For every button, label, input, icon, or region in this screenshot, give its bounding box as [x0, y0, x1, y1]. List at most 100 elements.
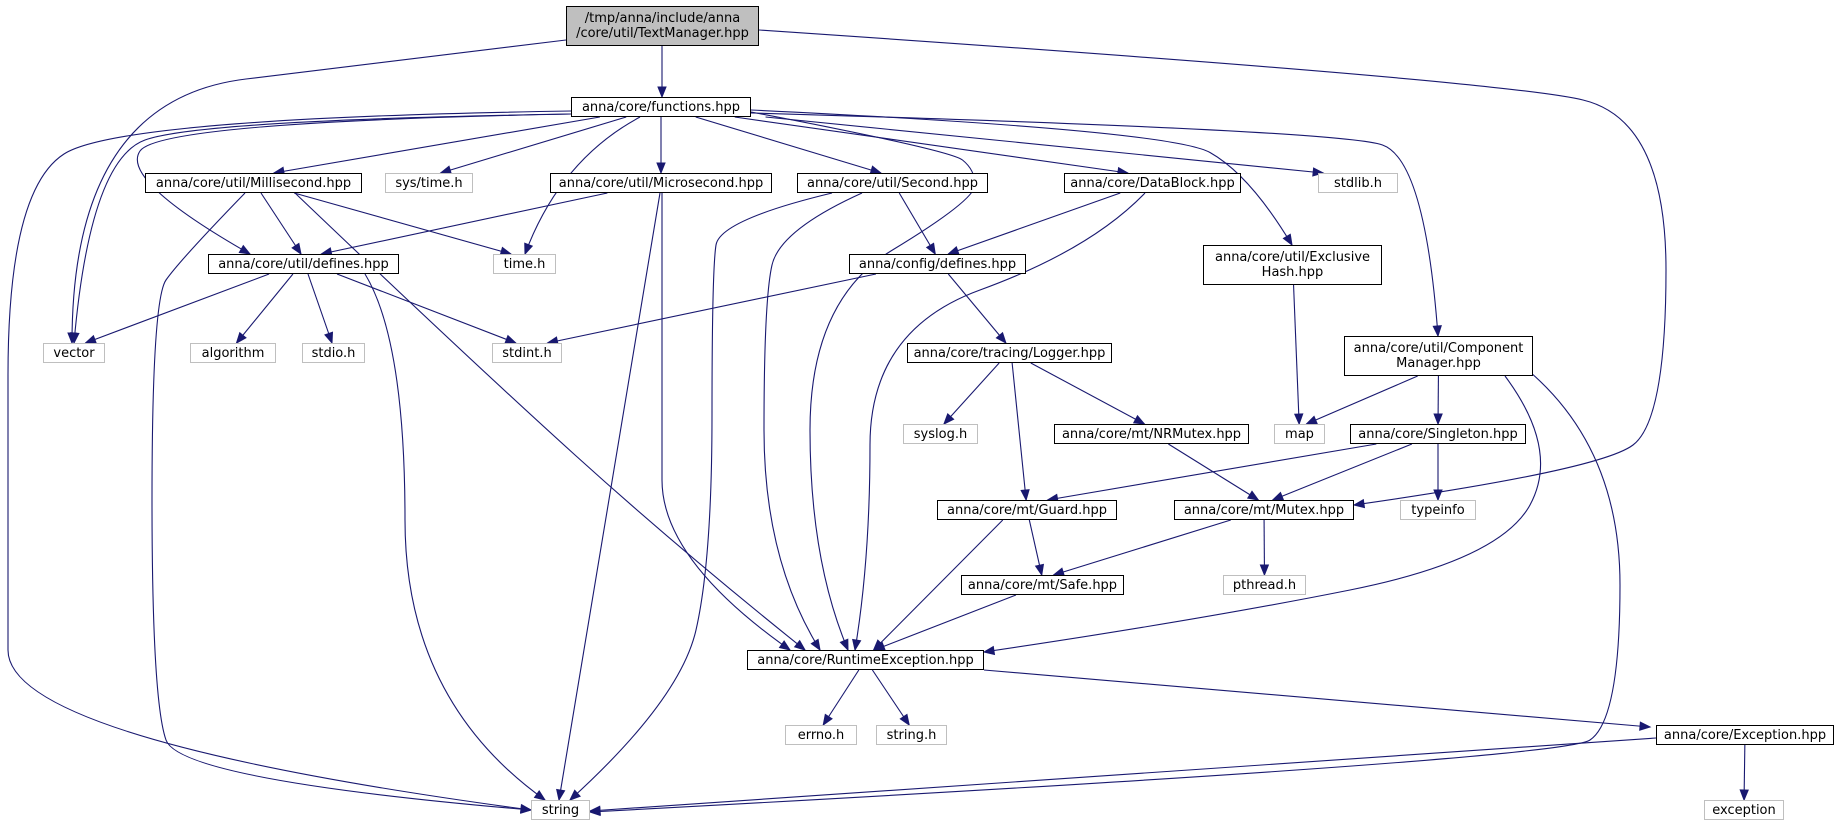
- edge-utildefines-to-vector: [85, 273, 270, 344]
- node-syslog: syslog.h: [903, 424, 978, 444]
- node-singleton[interactable]: anna/core/Singleton.hpp: [1350, 424, 1526, 444]
- arrowhead-logger-to-nrmutex: [1132, 414, 1146, 425]
- node-exception: exception: [1704, 800, 1784, 820]
- edge-logger-to-guard: [1011, 362, 1027, 501]
- edge-singleton-to-guard: [1047, 443, 1377, 501]
- arrowhead-microsecond-to-runtimeexception: [778, 640, 792, 651]
- arrowhead-microsecond-to-string: [556, 788, 566, 802]
- node-string: string: [531, 800, 590, 820]
- arrowhead-componentmanager-to-map: [1305, 415, 1318, 425]
- edge-functions-to-second: [695, 116, 882, 174]
- arrowhead-componentmanager-to-runtimeexception: [982, 645, 996, 656]
- node-stdint: stdint.h: [492, 343, 562, 363]
- edge-utildefines-to-stdio: [307, 273, 333, 344]
- edge-runtimeexception-to-errno: [822, 669, 860, 726]
- edge-millisecond-to-runtimeexception: [294, 192, 806, 651]
- arrowhead-textmanager-to-functions: [657, 86, 667, 99]
- node-exclusivehash[interactable]: anna/core/util/Exclusive Hash.hpp: [1203, 245, 1382, 285]
- edge-utildefines-to-stdint: [336, 273, 517, 344]
- node-second[interactable]: anna/core/util/Second.hpp: [797, 173, 988, 193]
- arrowhead-componentmanager-to-singleton: [1433, 413, 1443, 426]
- edge-utildefines-to-string: [364, 273, 546, 801]
- edge-singleton-to-mutex: [1272, 443, 1413, 501]
- edge-functions-to-vector: [73, 113, 572, 344]
- node-stdio: stdio.h: [302, 343, 365, 363]
- arrowhead-mutex-to-pthread: [1259, 564, 1270, 577]
- node-guard[interactable]: anna/core/mt/Guard.hpp: [937, 500, 1117, 520]
- node-logger[interactable]: anna/core/tracing/Logger.hpp: [907, 343, 1112, 363]
- arrowhead-logger-to-syslog: [943, 413, 955, 425]
- arrowhead-functions-to-microsecond: [656, 162, 666, 175]
- node-typeinfo: typeinfo: [1400, 500, 1476, 520]
- arrowhead-runtimeexception-to-exception_hpp: [1639, 721, 1652, 731]
- arrowhead-logger-to-guard: [1020, 489, 1030, 502]
- edge-mutex-to-safe: [1053, 519, 1231, 576]
- edge-logger-to-syslog: [943, 362, 1000, 425]
- arrowhead-functions-to-utildefines: [238, 244, 252, 255]
- arrowhead-second-to-string: [569, 789, 581, 801]
- edge-second-to-string: [569, 192, 833, 801]
- node-exception-hpp[interactable]: anna/core/Exception.hpp: [1656, 725, 1834, 745]
- edge-configdefines-to-logger: [947, 273, 1007, 344]
- node-pthread: pthread.h: [1223, 575, 1306, 595]
- node-runtimeexception[interactable]: anna/core/RuntimeException.hpp: [747, 650, 984, 670]
- edge-logger-to-nrmutex: [1030, 362, 1145, 425]
- node-map: map: [1274, 424, 1325, 444]
- edge-functions-to-utildefines: [136, 113, 572, 255]
- edge-microsecond-to-utildefines: [321, 192, 608, 255]
- arrowhead-exclusivehash-to-map: [1293, 413, 1304, 426]
- edge-exclusivehash-to-map: [1293, 284, 1300, 425]
- node-componentmanager[interactable]: anna/core/util/Component Manager.hpp: [1344, 336, 1533, 376]
- node-textmanager[interactable]: /tmp/anna/include/anna /core/util/TextMa…: [566, 6, 759, 46]
- arrowhead-functions-to-componentmanager: [1432, 325, 1442, 338]
- arrowhead-utildefines-to-stdint: [504, 334, 518, 344]
- arrowhead-nrmutex-to-mutex: [1246, 490, 1260, 501]
- node-datablock[interactable]: anna/core/DataBlock.hpp: [1064, 173, 1241, 193]
- node-functions[interactable]: anna/core/functions.hpp: [571, 97, 751, 117]
- arrowhead-second-to-configdefines: [925, 242, 936, 256]
- edge-functions-to-systime: [440, 116, 627, 174]
- node-mutex[interactable]: anna/core/mt/Mutex.hpp: [1174, 500, 1354, 520]
- arrowhead-functions-to-stdlib: [1312, 167, 1325, 177]
- arrowhead-functions-to-runtimeexception: [839, 638, 849, 652]
- edge-functions-to-componentmanager: [750, 112, 1439, 337]
- edge-datablock-to-runtimeexception: [854, 192, 1146, 651]
- node-nrmutex[interactable]: anna/core/mt/NRMutex.hpp: [1054, 424, 1249, 444]
- arrowhead-datablock-to-runtimeexception: [852, 638, 862, 652]
- edge-millisecond-to-string: [151, 192, 532, 811]
- edge-microsecond-to-string: [558, 192, 661, 801]
- edge-safe-to-runtimeexception: [874, 594, 1017, 651]
- edge-componentmanager-to-map: [1306, 375, 1418, 425]
- edge-functions-to-exclusivehash: [750, 109, 1293, 246]
- edge-functions-to-millisecond: [273, 116, 600, 174]
- node-safe[interactable]: anna/core/mt/Safe.hpp: [961, 575, 1124, 595]
- node-stringh: string.h: [876, 725, 947, 745]
- node-microsecond[interactable]: anna/core/util/Microsecond.hpp: [550, 173, 772, 193]
- edge-functions-to-timeh: [524, 116, 641, 255]
- edge-second-to-configdefines: [898, 192, 936, 255]
- edge-componentmanager-to-string: [589, 371, 1621, 813]
- arrowhead-singleton-to-mutex: [1271, 491, 1285, 501]
- edge-functions-to-datablock: [734, 116, 1129, 174]
- edge-textmanager-to-vector: [71, 39, 567, 344]
- arrowhead-millisecond-to-utildefines: [291, 242, 302, 256]
- arrowhead-utildefines-to-algorithm: [235, 331, 247, 345]
- arrowhead-utildefines-to-stdio: [324, 331, 334, 345]
- arrowhead-singleton-to-typeinfo: [1433, 489, 1443, 502]
- node-millisecond[interactable]: anna/core/util/Millisecond.hpp: [145, 173, 362, 193]
- node-utildefines[interactable]: anna/core/util/defines.hpp: [208, 254, 399, 274]
- node-vector: vector: [43, 343, 105, 363]
- edge-millisecond-to-timeh: [294, 192, 512, 255]
- node-timeh: time.h: [493, 254, 556, 274]
- edge-millisecond-to-utildefines: [260, 192, 302, 255]
- edge-guard-to-runtimeexception: [873, 519, 1004, 651]
- arrowhead-textmanager-to-mutex: [1352, 498, 1366, 509]
- edge-runtimeexception-to-exception_hpp: [983, 669, 1651, 728]
- node-configdefines[interactable]: anna/config/defines.hpp: [849, 254, 1026, 274]
- edge-configdefines-to-stdint: [547, 273, 877, 344]
- edge-microsecond-to-runtimeexception: [661, 193, 791, 651]
- arrowhead-functions-to-timeh: [524, 242, 534, 256]
- node-systime: sys/time.h: [385, 173, 473, 193]
- node-errno: errno.h: [785, 725, 857, 745]
